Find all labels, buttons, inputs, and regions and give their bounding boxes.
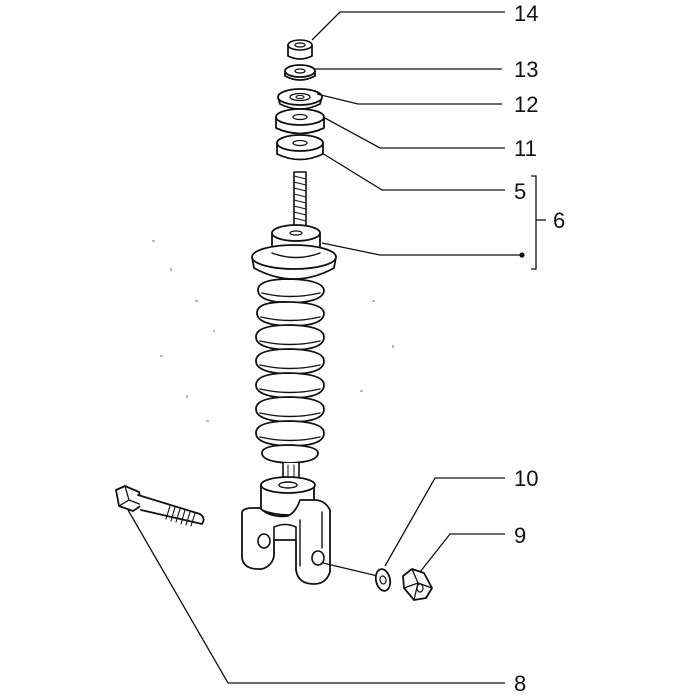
callout-14: 14 xyxy=(514,1,538,26)
coil-spring xyxy=(255,278,325,464)
assembly-axis-line xyxy=(322,562,383,578)
callout-labels: 14 13 12 11 5 6 10 9 8 xyxy=(514,1,565,696)
callout-5: 5 xyxy=(514,179,526,204)
spring-seat-flange xyxy=(251,244,337,280)
leader-lines xyxy=(127,11,546,684)
leader-dot xyxy=(519,252,525,258)
cup-washer-part xyxy=(277,88,323,110)
callout-9: 9 xyxy=(514,523,526,548)
nut-bottom-part xyxy=(402,568,433,601)
bolt-part xyxy=(115,485,205,527)
callout-13: 13 xyxy=(514,57,538,82)
lower-clevis-bracket xyxy=(241,476,331,585)
callout-12: 12 xyxy=(514,92,538,117)
callout-11: 11 xyxy=(514,136,537,161)
rubber-bush-part xyxy=(275,108,325,135)
callout-10: 10 xyxy=(514,466,538,491)
washer-bottom-part xyxy=(374,568,392,592)
top-nut-part xyxy=(287,39,313,60)
rubber-bush-lower-part xyxy=(276,134,324,161)
washer-part xyxy=(284,64,316,81)
callout-6: 6 xyxy=(553,208,565,233)
threaded-rod xyxy=(293,171,307,227)
callout-8: 8 xyxy=(514,671,526,696)
background-specks xyxy=(152,240,394,422)
